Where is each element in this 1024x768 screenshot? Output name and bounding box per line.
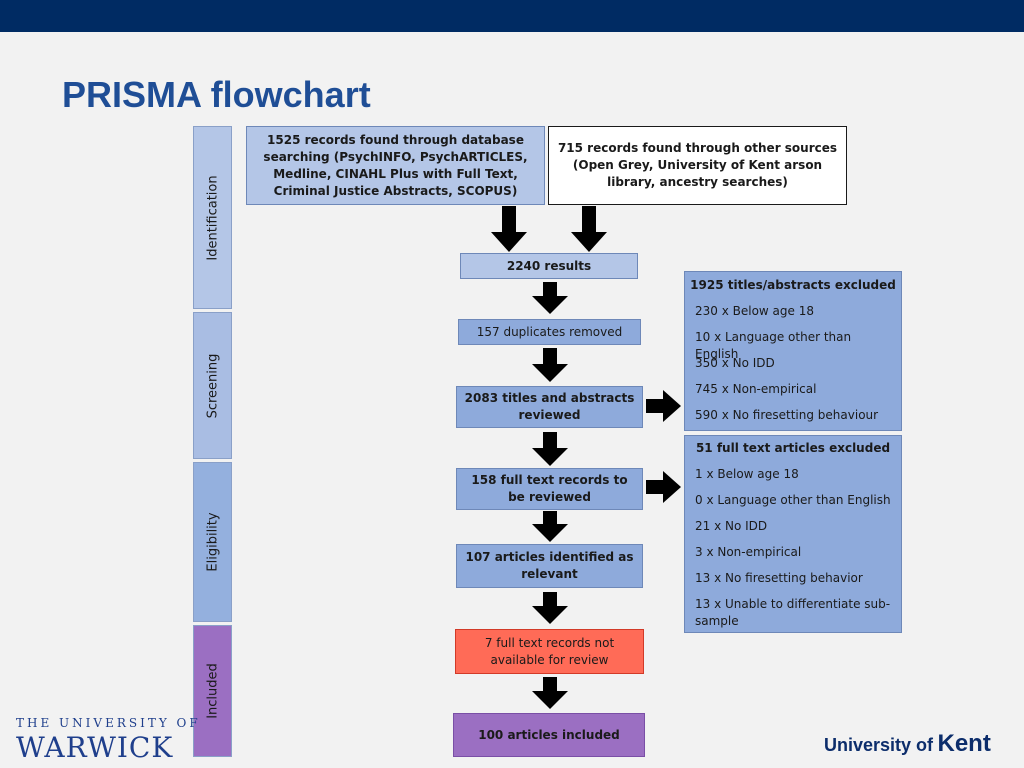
kent-logo-prefix: University of bbox=[824, 735, 934, 755]
warwick-logo: THE UNIVERSITY OF WARWICK bbox=[16, 716, 201, 764]
arrow-down-icon bbox=[532, 282, 568, 314]
included-box: 100 articles included bbox=[453, 713, 645, 757]
titles-excluded-panel: 1925 titles/abstracts excluded 230 x Bel… bbox=[684, 271, 902, 431]
kent-logo: University of Kent bbox=[824, 730, 991, 758]
fulltext-excluded-item: 21 x No IDD bbox=[695, 519, 768, 533]
arrow-down-icon bbox=[571, 206, 607, 252]
stage-included: Included bbox=[193, 625, 232, 757]
fulltext-excluded-item: 3 x Non-empirical bbox=[695, 545, 802, 559]
fulltext-excluded-item: 13 x No firesetting behavior bbox=[695, 571, 863, 585]
stage-identification-label: Identification bbox=[205, 174, 220, 261]
titles-excluded-item: 350 x No IDD bbox=[695, 356, 775, 370]
relevant-box: 107 articles identified as relevant bbox=[456, 544, 643, 588]
titles-excluded-item: 590 x No firesetting behaviour bbox=[695, 408, 879, 422]
arrow-right-icon bbox=[646, 390, 681, 422]
arrow-down-icon bbox=[491, 206, 527, 252]
titles-excluded-header: 1925 titles/abstracts excluded bbox=[690, 278, 896, 292]
page-title: PRISMA flowchart bbox=[62, 74, 371, 115]
results-box: 2240 results bbox=[460, 253, 638, 279]
kent-logo-name: Kent bbox=[937, 730, 991, 757]
fulltext-excluded-panel: 51 full text articles excluded 1 x Below… bbox=[684, 435, 902, 633]
header-bar bbox=[0, 0, 1024, 32]
arrow-down-icon bbox=[532, 432, 568, 466]
stage-included-label: Included bbox=[205, 663, 220, 719]
fulltext-excluded-item: 13 x Unable to differentiate sub-sample bbox=[695, 597, 891, 628]
titles-excluded-item: 10 x Language other than English bbox=[695, 330, 852, 361]
stage-eligibility-label: Eligibility bbox=[205, 512, 220, 572]
warwick-logo-line1: THE UNIVERSITY OF bbox=[16, 716, 201, 730]
fulltext-excluded-item: 1 x Below age 18 bbox=[695, 467, 799, 481]
fulltext-excluded-item: 0 x Language other than English bbox=[695, 493, 891, 507]
stage-screening: Screening bbox=[193, 312, 232, 459]
arrow-down-icon bbox=[532, 677, 568, 709]
stage-identification: Identification bbox=[193, 126, 232, 309]
stage-eligibility: Eligibility bbox=[193, 462, 232, 622]
arrow-down-icon bbox=[532, 511, 568, 542]
titles-excluded-item: 230 x Below age 18 bbox=[695, 304, 814, 318]
duplicates-box: 157 duplicates removed bbox=[458, 319, 641, 345]
not-available-box: 7 full text records not available for re… bbox=[455, 629, 644, 674]
titles-excluded-item: 745 x Non-empirical bbox=[695, 382, 817, 396]
arrow-down-icon bbox=[532, 348, 568, 382]
titles-reviewed-box: 2083 titles and abstracts reviewed bbox=[456, 386, 643, 428]
full-text-reviewed-box: 158 full text records to be reviewed bbox=[456, 468, 643, 510]
arrow-right-icon bbox=[646, 471, 681, 503]
arrow-down-icon bbox=[532, 592, 568, 624]
stage-screening-label: Screening bbox=[205, 353, 220, 418]
fulltext-excluded-header: 51 full text articles excluded bbox=[695, 441, 891, 455]
other-sources-box: 715 records found through other sources … bbox=[548, 126, 847, 205]
warwick-logo-line2: WARWICK bbox=[16, 731, 174, 764]
database-records-box: 1525 records found through database sear… bbox=[246, 126, 545, 205]
